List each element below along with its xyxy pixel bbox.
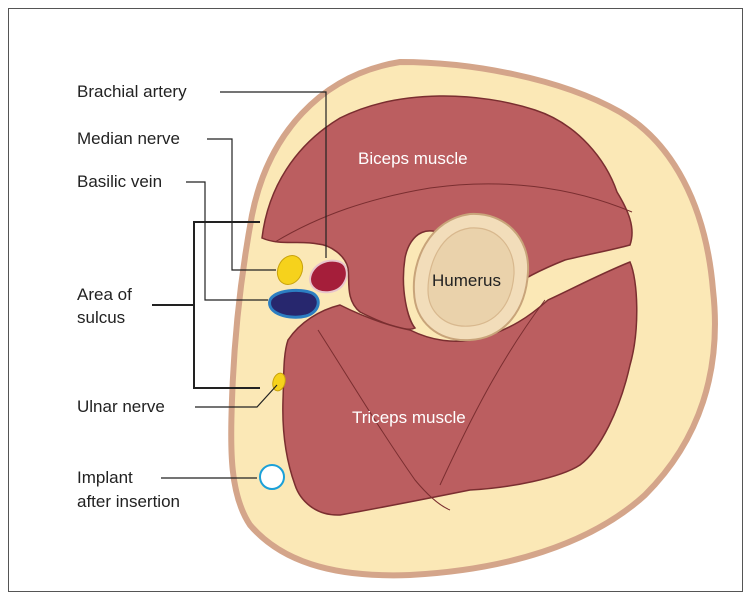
basilic-vein-label: Basilic vein — [77, 171, 162, 193]
humerus-label: Humerus — [432, 270, 501, 292]
implant-label-line2: after insertion — [77, 491, 180, 513]
brachial-artery-label: Brachial artery — [77, 81, 187, 103]
implant-label-line1: Implant — [77, 467, 133, 489]
area-of-sulcus-label-line1: Area of — [77, 284, 132, 306]
median-nerve-label: Median nerve — [77, 128, 180, 150]
biceps-muscle-label: Biceps muscle — [358, 148, 468, 170]
basilic-vein-vessel — [270, 290, 319, 317]
area-of-sulcus-label-line2: sulcus — [77, 307, 125, 329]
ulnar-nerve-label: Ulnar nerve — [77, 396, 165, 418]
triceps-muscle-label: Triceps muscle — [352, 407, 466, 429]
implant-marker — [260, 465, 284, 489]
